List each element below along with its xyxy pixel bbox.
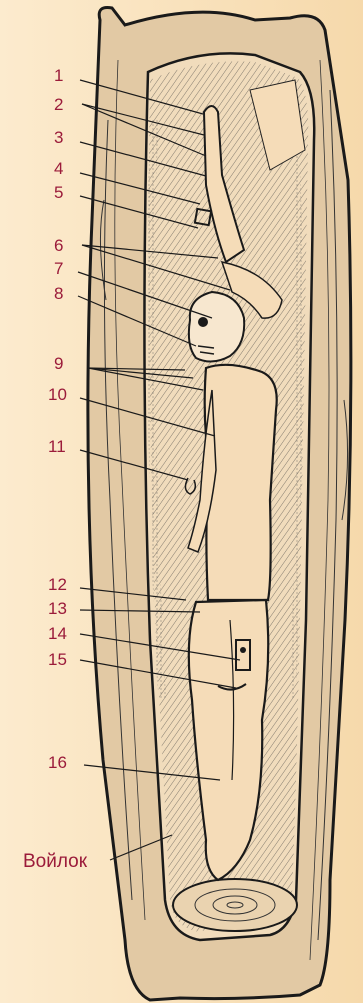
label-14: 14 <box>48 625 67 642</box>
label-9: 9 <box>54 355 63 372</box>
label-6: 6 <box>54 237 63 254</box>
felt-label: Войлок <box>23 852 87 871</box>
label-8: 8 <box>54 285 63 302</box>
coffin-end-board <box>173 879 297 931</box>
label-15: 15 <box>48 651 67 668</box>
label-12: 12 <box>48 576 67 593</box>
label-11: 11 <box>48 438 66 455</box>
label-1: 1 <box>54 67 63 84</box>
label-7: 7 <box>54 260 63 277</box>
label-16: 16 <box>48 754 67 771</box>
label-4: 4 <box>54 160 63 177</box>
label-10: 10 <box>48 386 67 403</box>
label-2: 2 <box>54 96 63 113</box>
label-13: 13 <box>48 600 67 617</box>
label-3: 3 <box>54 129 63 146</box>
label-5: 5 <box>54 184 63 201</box>
